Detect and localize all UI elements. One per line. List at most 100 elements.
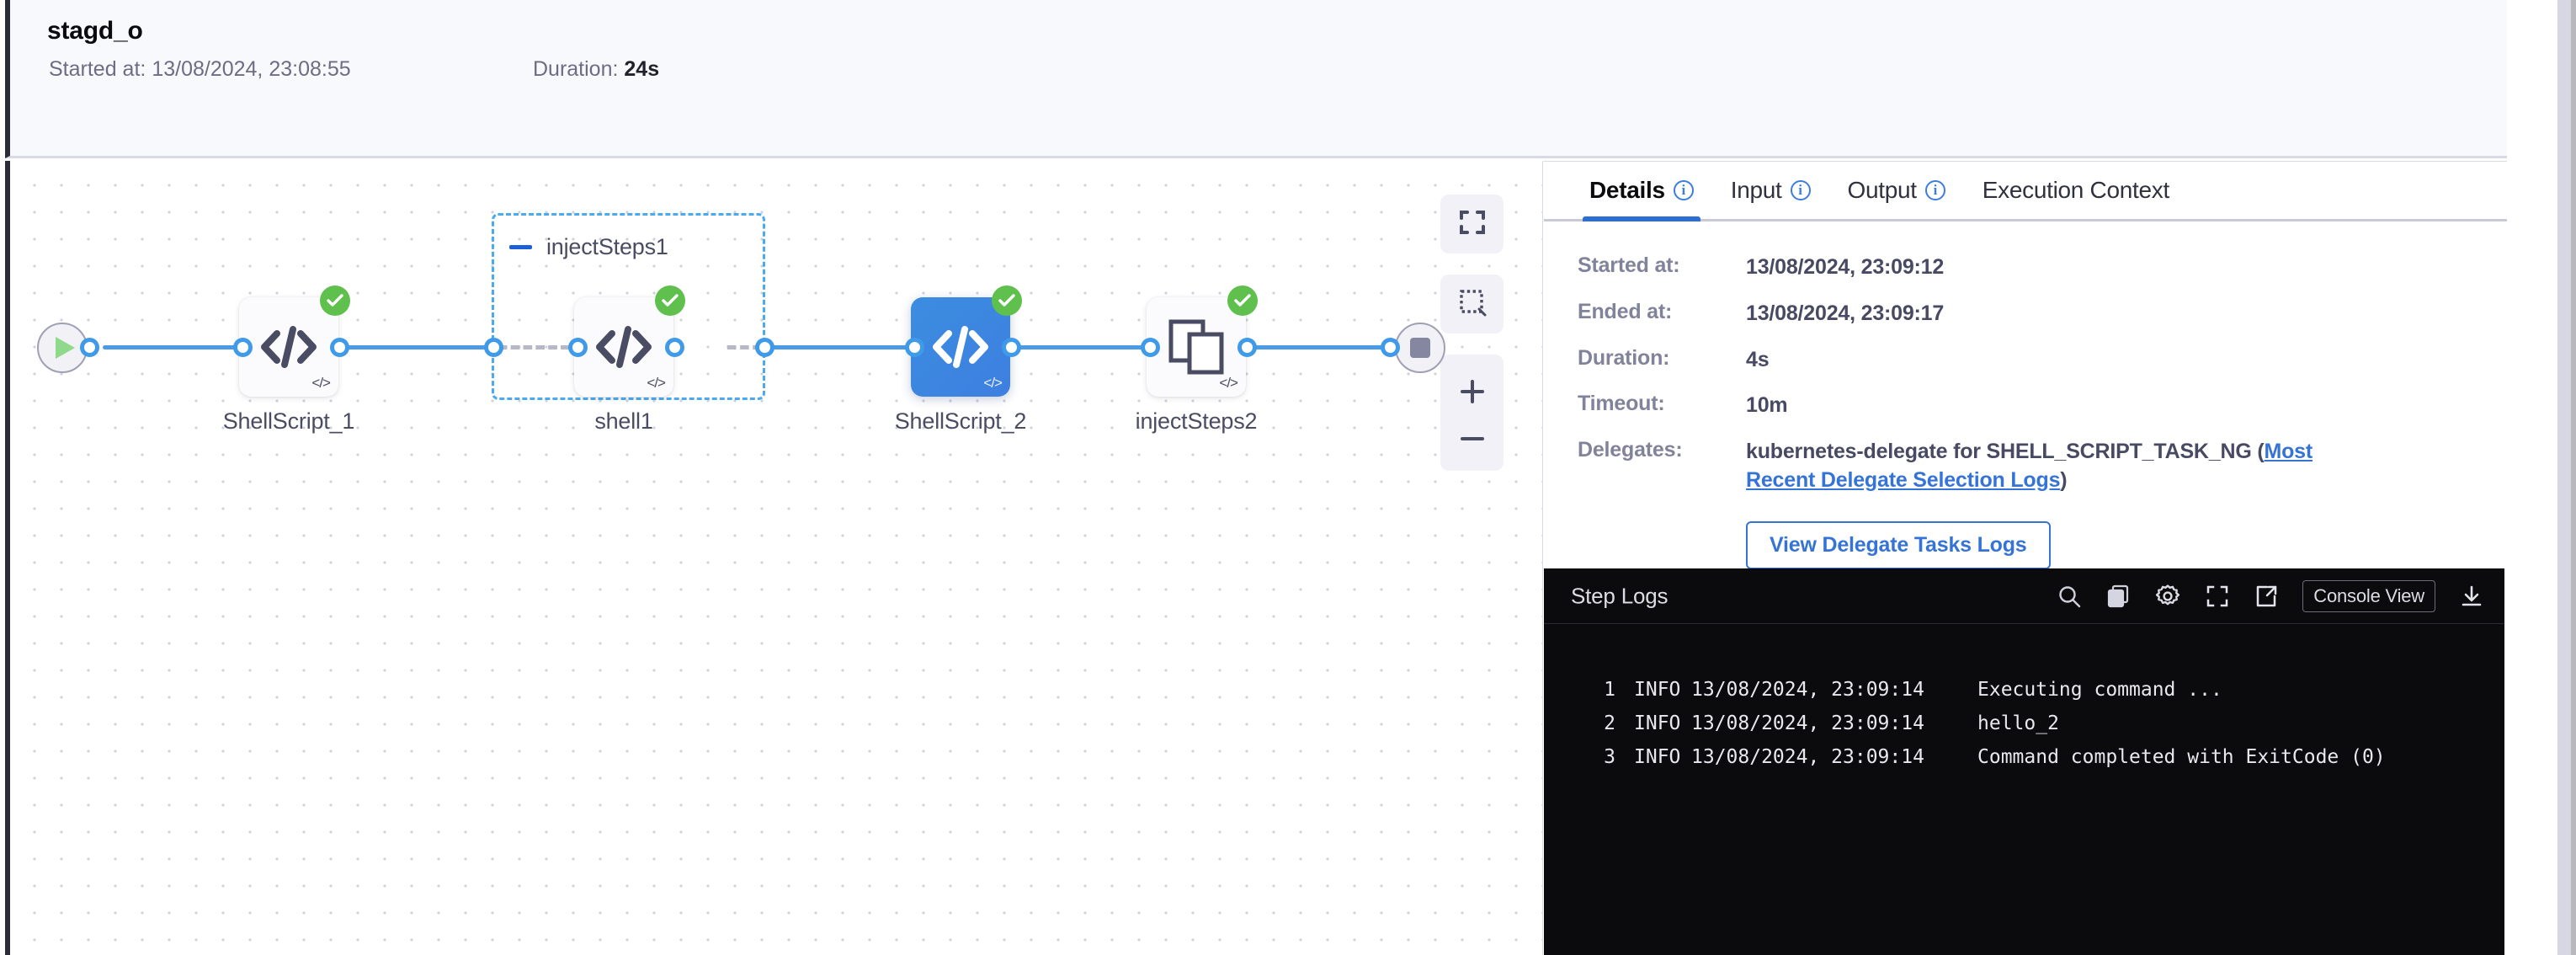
started-at-value: 13/08/2024, 23:08:55	[152, 57, 351, 81]
tab-details-label: Details	[1589, 177, 1665, 203]
detail-label: Timeout:	[1578, 392, 1665, 416]
port-start-out[interactable]	[80, 338, 99, 357]
delegates-text: kubernetes-delegate for SHELL_SCRIPT_TAS…	[1746, 440, 2265, 463]
view-delegate-tasks-logs-button[interactable]: View Delegate Tasks Logs	[1746, 520, 2051, 569]
port-shellscript1-out[interactable]	[330, 338, 349, 357]
select-area-icon	[1457, 287, 1488, 322]
log-line-time: 13/08/2024, 23:09:14	[1691, 712, 1924, 734]
log-line-level: INFO	[1634, 679, 1681, 701]
node-label-shellscript2: ShellScript_2	[894, 408, 1027, 434]
fit-to-screen-icon	[1458, 208, 1487, 241]
log-output[interactable]: 1 INFO 13/08/2024, 23:09:14 Executing co…	[1544, 624, 2504, 774]
node-shell1[interactable]: </> shell1	[574, 285, 685, 434]
tab-output-label: Output	[1847, 177, 1918, 203]
detail-value: 13/08/2024, 23:09:17	[1746, 301, 1945, 325]
node-injectsteps2[interactable]: </> injectSteps2	[1136, 285, 1258, 434]
delegate-selection-logs-link[interactable]: Most Recent Delegate Selection Logs	[1746, 440, 2313, 492]
node-shellscript2[interactable]: </> ShellScript_2	[895, 285, 1026, 434]
canvas-controls	[1440, 195, 1504, 471]
tab-input-label: Input	[1730, 177, 1782, 203]
pipeline-graph-canvas[interactable]: injectSteps1 </> Shel	[5, 161, 1543, 955]
port-shellscript2-in[interactable]	[905, 338, 924, 357]
info-icon[interactable]: i	[1673, 180, 1694, 200]
search-icon[interactable]	[2057, 584, 2082, 609]
log-line-message: Executing command ...	[1977, 679, 2222, 701]
fit-to-screen-button[interactable]	[1440, 195, 1504, 253]
info-icon[interactable]: i	[1924, 180, 1945, 200]
tab-details[interactable]: Details i	[1571, 162, 1712, 221]
zoom-in-button[interactable]	[1458, 377, 1487, 410]
copy-icon[interactable]	[2105, 584, 2131, 609]
port-shell1-out[interactable]	[665, 338, 684, 357]
info-icon[interactable]: i	[1790, 180, 1811, 200]
step-logs-title: Step Logs	[1571, 583, 1669, 608]
detail-label: Started at:	[1578, 253, 1680, 277]
select-area-button[interactable]	[1440, 275, 1504, 333]
log-line-message: hello_2	[1977, 712, 2059, 734]
step-logs-toolbar: Step Logs	[1544, 568, 2504, 624]
console-view-button[interactable]: Console View	[2302, 579, 2435, 612]
port-group-in[interactable]	[484, 338, 503, 357]
log-line: 1 INFO 13/08/2024, 23:09:14 Executing co…	[1544, 673, 2504, 707]
detail-value: 13/08/2024, 23:09:12	[1746, 255, 1945, 279]
minus-icon[interactable]	[509, 245, 532, 249]
edge-start-to-shellscript1	[103, 345, 250, 349]
code-badge-icon: </>	[1219, 375, 1238, 391]
detail-row-ended-at: Ended at: 13/08/2024, 23:09:17	[1578, 300, 2473, 328]
log-line-time: 13/08/2024, 23:09:14	[1691, 746, 1924, 768]
detail-value: 4s	[1746, 347, 1770, 371]
download-icon[interactable]	[2459, 584, 2484, 609]
port-injectsteps2-out[interactable]	[1237, 338, 1257, 357]
port-end-in[interactable]	[1381, 338, 1400, 357]
node-shellscript1[interactable]: </> ShellScript_1	[223, 285, 354, 434]
edge-group-in-to-shell1	[497, 345, 627, 349]
execution-header: stagd_o Started at: 13/08/2024, 23:08:55…	[5, 0, 2507, 158]
detail-row-started-at: Started at: 13/08/2024, 23:09:12	[1578, 253, 2473, 282]
port-shellscript2-out[interactable]	[1002, 338, 1021, 357]
log-line-message: Command completed with ExitCode (0)	[1977, 746, 2386, 768]
log-line: 2 INFO 13/08/2024, 23:09:14 hello_2	[1544, 707, 2504, 740]
code-icon	[911, 297, 1010, 397]
page-scrollbar[interactable]	[2557, 0, 2571, 955]
port-shellscript1-in[interactable]	[233, 338, 253, 357]
play-icon	[55, 337, 75, 359]
code-icon	[574, 297, 673, 397]
duration-meta: Duration: 24s	[533, 57, 659, 82]
detail-row-delegates: Delegates: kubernetes-delegate for SHELL…	[1578, 438, 2473, 495]
log-line-number: 1	[1604, 679, 1615, 701]
port-shell1-in[interactable]	[568, 338, 588, 357]
fullscreen-icon[interactable]	[2205, 584, 2230, 609]
end-node[interactable]	[1395, 323, 1445, 373]
node-label-injectsteps2: injectSteps2	[1135, 408, 1258, 434]
step-group-injectsteps1[interactable]: injectSteps1	[492, 213, 765, 400]
detail-label: Delegates:	[1578, 438, 1683, 461]
step-detail-panel: Details i Input i Output i Execution Con…	[1544, 161, 2507, 955]
log-line-level: INFO	[1634, 746, 1681, 768]
status-success-icon	[992, 285, 1022, 316]
status-success-icon	[320, 285, 350, 316]
detail-label: Duration:	[1578, 345, 1670, 370]
zoom-out-button[interactable]	[1458, 433, 1487, 448]
edge-injectsteps2-to-end	[1248, 345, 1386, 349]
step-logs-panel: Step Logs	[1544, 568, 2504, 955]
start-node[interactable]	[37, 323, 88, 373]
port-injectsteps2-in[interactable]	[1141, 338, 1160, 357]
detail-label: Ended at:	[1578, 299, 1673, 323]
copy-icon	[1147, 297, 1246, 397]
edge-shellscript1-to-group	[338, 345, 494, 349]
stop-icon	[1410, 338, 1430, 358]
log-line-number: 3	[1604, 746, 1615, 768]
open-external-icon[interactable]	[2254, 584, 2279, 609]
port-group-out[interactable]	[755, 338, 774, 357]
group-header[interactable]: injectSteps1	[509, 234, 668, 260]
gear-icon[interactable]	[2154, 583, 2181, 610]
page-title: stagd_o	[47, 17, 143, 45]
tab-execution-context[interactable]: Execution Context	[1964, 162, 2188, 219]
edge-shellscript2-to-injectsteps2	[1012, 345, 1151, 349]
tab-output[interactable]: Output i	[1829, 162, 1964, 219]
started-at-label: Started at:	[49, 57, 146, 81]
code-badge-icon: </>	[983, 375, 1003, 391]
tab-input[interactable]: Input i	[1712, 162, 1829, 219]
tab-execution-context-label: Execution Context	[1982, 177, 2169, 203]
